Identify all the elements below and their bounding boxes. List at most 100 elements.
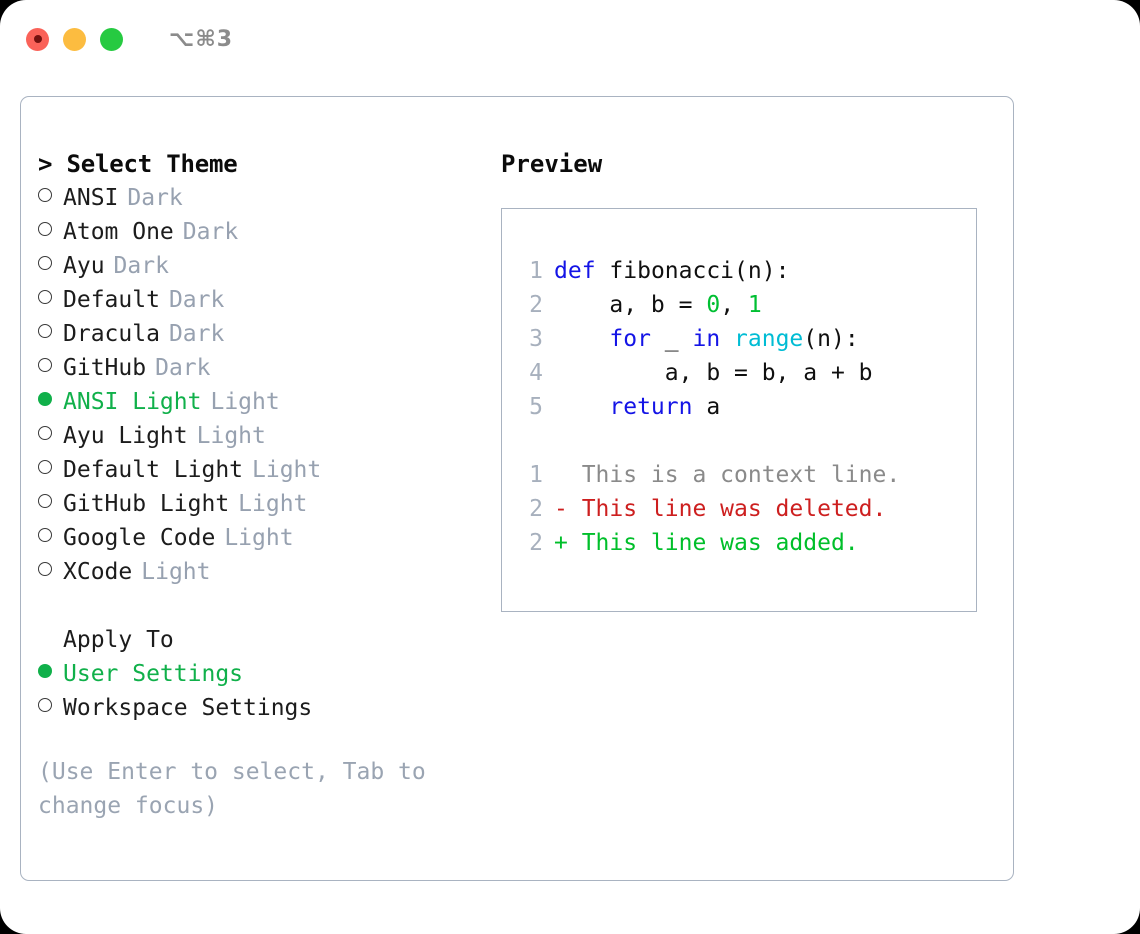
theme-option-label: ANSI Light (63, 389, 202, 415)
code-token-num: 1 (747, 292, 762, 318)
theme-option-default-light[interactable]: Default Light Light (38, 453, 488, 487)
theme-option-atom-one[interactable]: Atom One Dark (38, 215, 488, 249)
radio-unselected-icon[interactable] (38, 426, 52, 440)
radio-unselected-icon[interactable] (38, 188, 52, 202)
diff-line: 1 This is a context line. (521, 458, 976, 492)
theme-option-ayu-light[interactable]: Ayu Light Light (38, 419, 488, 453)
maximize-button[interactable] (100, 27, 123, 51)
code-token-txt: a (692, 394, 721, 420)
code-token-kw: return (609, 394, 693, 420)
code-line: 3 for _ in range(n): (521, 322, 976, 356)
radio-unselected-icon[interactable] (38, 494, 52, 508)
theme-option-label: Default (63, 287, 160, 313)
radio-unselected-icon[interactable] (38, 698, 52, 712)
diff-line-number: 1 (529, 462, 543, 488)
code-token-txt: fibonacci(n): (609, 258, 790, 284)
apply-to-option-label: Workspace Settings (63, 695, 313, 721)
theme-option-label: Ayu Light (63, 423, 188, 449)
diff-line-number: 2 (529, 530, 543, 556)
theme-option-label: Dracula (63, 321, 160, 347)
code-token-txt (554, 326, 609, 352)
code-line-number: 3 (529, 326, 543, 352)
theme-option-label: Default Light (63, 457, 244, 483)
diff-sample: 1 This is a context line.2- This line wa… (521, 458, 976, 560)
code-line-content: a, b = 0, 1 (554, 288, 762, 322)
theme-option-label: Atom One (63, 219, 174, 245)
radio-unselected-icon[interactable] (38, 290, 52, 304)
theme-option-kind: Light (224, 525, 294, 551)
minimize-button[interactable] (63, 27, 86, 51)
theme-option-label: ANSI (63, 185, 119, 211)
window-controls (26, 27, 123, 51)
theme-option-kind: Light (196, 423, 266, 449)
code-token-txt: _ (650, 326, 693, 352)
code-token-kw: in (692, 326, 721, 352)
diff-line-content: + This line was added. (554, 530, 859, 556)
theme-option-label: GitHub Light (63, 491, 230, 517)
diff-line-content: This is a context line. (554, 462, 901, 488)
theme-option-github-light[interactable]: GitHub Light Light (38, 487, 488, 521)
code-line-content: a, b = b, a + b (554, 356, 873, 390)
theme-option-kind: Light (252, 457, 322, 483)
theme-option-kind: Dark (155, 355, 211, 381)
theme-option-kind: Light (238, 491, 308, 517)
code-token-fn: range (734, 326, 804, 352)
apply-to-title: Apply To (63, 627, 174, 653)
title-bar: ⌥⌘3 (0, 0, 1140, 78)
code-line-number: 5 (529, 394, 543, 420)
radio-unselected-icon[interactable] (38, 528, 52, 542)
code-token-kw: def (554, 258, 596, 284)
radio-unselected-icon[interactable] (38, 562, 52, 576)
code-token-txt: (n): (803, 326, 859, 352)
code-token-txt (596, 258, 610, 284)
apply-to-option-user-settings[interactable]: User Settings (38, 657, 488, 691)
preview-title: Preview (501, 150, 603, 178)
code-line: 5 return a (521, 390, 976, 424)
code-token-txt: , (720, 292, 748, 318)
radio-unselected-icon[interactable] (38, 460, 52, 474)
keyboard-shortcut-label: ⌥⌘3 (169, 26, 234, 52)
code-line: 2 a, b = 0, 1 (521, 288, 976, 322)
theme-option-kind: Dark (168, 287, 225, 313)
code-line: 4 a, b = b, a + b (521, 356, 976, 390)
recording-indicator-icon (33, 35, 42, 43)
radio-unselected-icon[interactable] (38, 358, 52, 372)
code-token-num: 0 (706, 292, 721, 318)
theme-option-xcode[interactable]: XCode Light (38, 555, 488, 589)
code-token-txt: a, b = b, a + b (554, 360, 873, 386)
theme-option-label: XCode (63, 559, 133, 585)
select-theme-title: > Select Theme (38, 150, 238, 178)
radio-unselected-icon[interactable] (38, 222, 52, 236)
theme-option-label: Ayu (63, 253, 105, 279)
keyboard-hint-text: (Use Enter to select, Tab to change focu… (38, 759, 440, 819)
radio-selected-icon[interactable] (38, 664, 52, 678)
diff-line: 2- This line was deleted. (521, 492, 976, 526)
code-line-content: def fibonacci(n): (554, 254, 789, 288)
code-diff-spacer (521, 424, 976, 458)
apply-to-option-workspace-settings[interactable]: Workspace Settings (38, 691, 488, 725)
theme-option-default[interactable]: Default Dark (38, 283, 488, 317)
code-token-txt: a, b = (554, 292, 707, 318)
theme-option-kind: Dark (182, 219, 239, 245)
code-line-content: for _ in range(n): (554, 322, 859, 356)
close-button[interactable] (26, 27, 49, 51)
radio-selected-icon[interactable] (38, 392, 52, 406)
radio-unselected-icon[interactable] (38, 324, 52, 338)
radio-unselected-icon[interactable] (38, 256, 52, 270)
theme-option-kind: Light (141, 559, 211, 585)
code-line-number: 1 (529, 258, 543, 284)
code-line: 1 def fibonacci(n): (521, 254, 976, 288)
